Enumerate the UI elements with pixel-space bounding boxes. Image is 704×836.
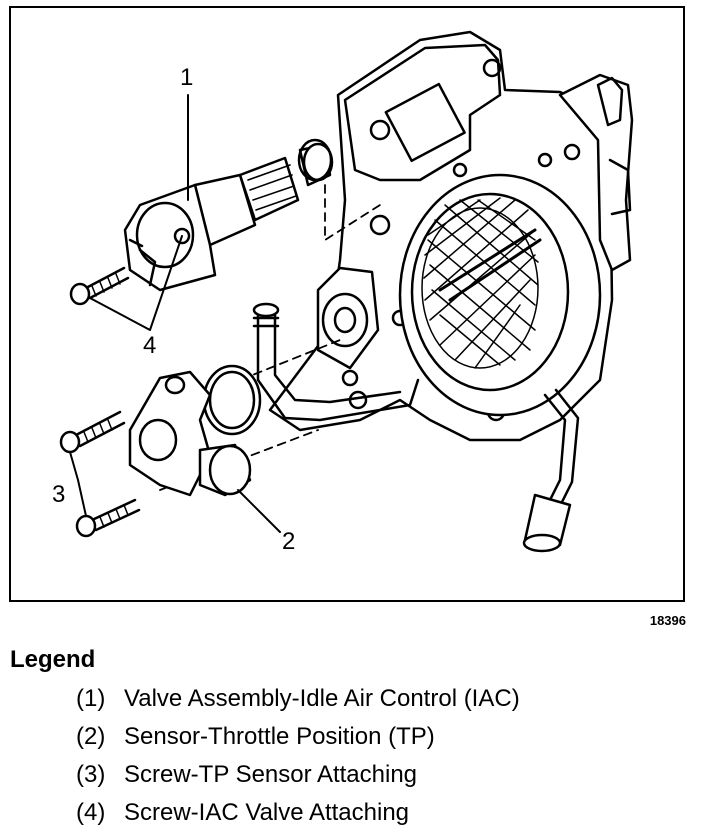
legend-item: (1) Valve Assembly-Idle Air Control (IAC) — [76, 684, 520, 722]
tp-screws — [59, 410, 141, 538]
legend-item-number: (4) — [76, 799, 106, 826]
callout-4: 4 — [143, 332, 157, 359]
legend-item-number: (1) — [76, 685, 106, 712]
legend-item-number: (3) — [76, 761, 106, 788]
throttle-body-illustration — [59, 30, 634, 553]
tp-o-ring — [202, 364, 262, 436]
legend-item-number: (2) — [76, 723, 106, 750]
callout-3: 3 — [52, 481, 66, 508]
legend-item: (3) Screw-TP Sensor Attaching — [76, 760, 520, 798]
legend-item-text: Sensor-Throttle Position (TP) — [124, 723, 435, 750]
callout-1: 1 — [180, 64, 194, 91]
legend-item-text: Screw-IAC Valve Attaching — [124, 799, 410, 826]
iac-screw — [69, 266, 130, 306]
coolant-pipes — [252, 302, 580, 553]
legend-item-text: Screw-TP Sensor Attaching — [124, 761, 418, 788]
iac-o-ring — [297, 138, 333, 182]
legend-item: (2) Sensor-Throttle Position (TP) — [76, 722, 520, 760]
legend-item-text: Valve Assembly-Idle Air Control (IAC) — [124, 685, 520, 712]
figure-id: 18396 — [649, 613, 686, 628]
iac-valve-assembly — [123, 142, 334, 292]
throttle-actuator — [558, 73, 634, 272]
callout-2: 2 — [282, 528, 296, 555]
legend-title: Legend — [10, 646, 96, 673]
legend-list: (1) Valve Assembly-Idle Air Control (IAC)… — [76, 684, 520, 836]
illustration-frame — [9, 6, 685, 602]
legend-item: (4) Screw-IAC Valve Attaching — [76, 798, 520, 836]
tp-sensor — [128, 370, 252, 497]
leader-lines — [69, 94, 281, 533]
throttle-body — [268, 30, 614, 442]
